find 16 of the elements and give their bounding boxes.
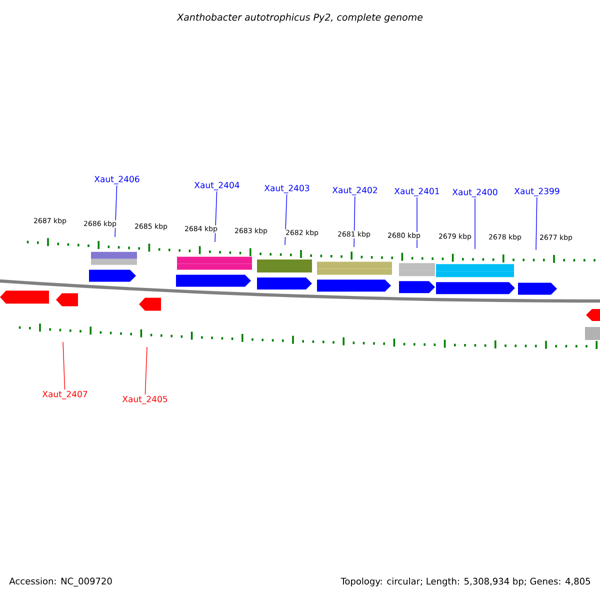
gene-label: Xaut_2401	[394, 188, 440, 196]
title: Xanthobacter autotrophicus Py2, complete genome	[176, 13, 423, 23]
gene-label: Xaut_2406	[94, 176, 140, 184]
gene-label: Xaut_2403	[264, 184, 310, 194]
leader-line	[62, 342, 66, 390]
gene-label: Xaut_2404	[194, 182, 240, 190]
leader-line	[474, 198, 476, 250]
gene-label: Xaut_2399	[514, 188, 560, 196]
accession-text: Accession: NC_009720	[9, 578, 112, 586]
leader-line	[536, 197, 538, 250]
gene-label: Xaut_2407	[42, 390, 88, 400]
leader-line	[144, 346, 148, 395]
gene-label: Xaut_2402	[332, 186, 377, 196]
gene-label: Xaut_2400	[452, 188, 498, 198]
gene-label: Xaut_2405	[122, 396, 168, 404]
genome-info-text: Topology: circular; Length: 5,308,934 bp; Genes: 4,805	[340, 578, 590, 586]
